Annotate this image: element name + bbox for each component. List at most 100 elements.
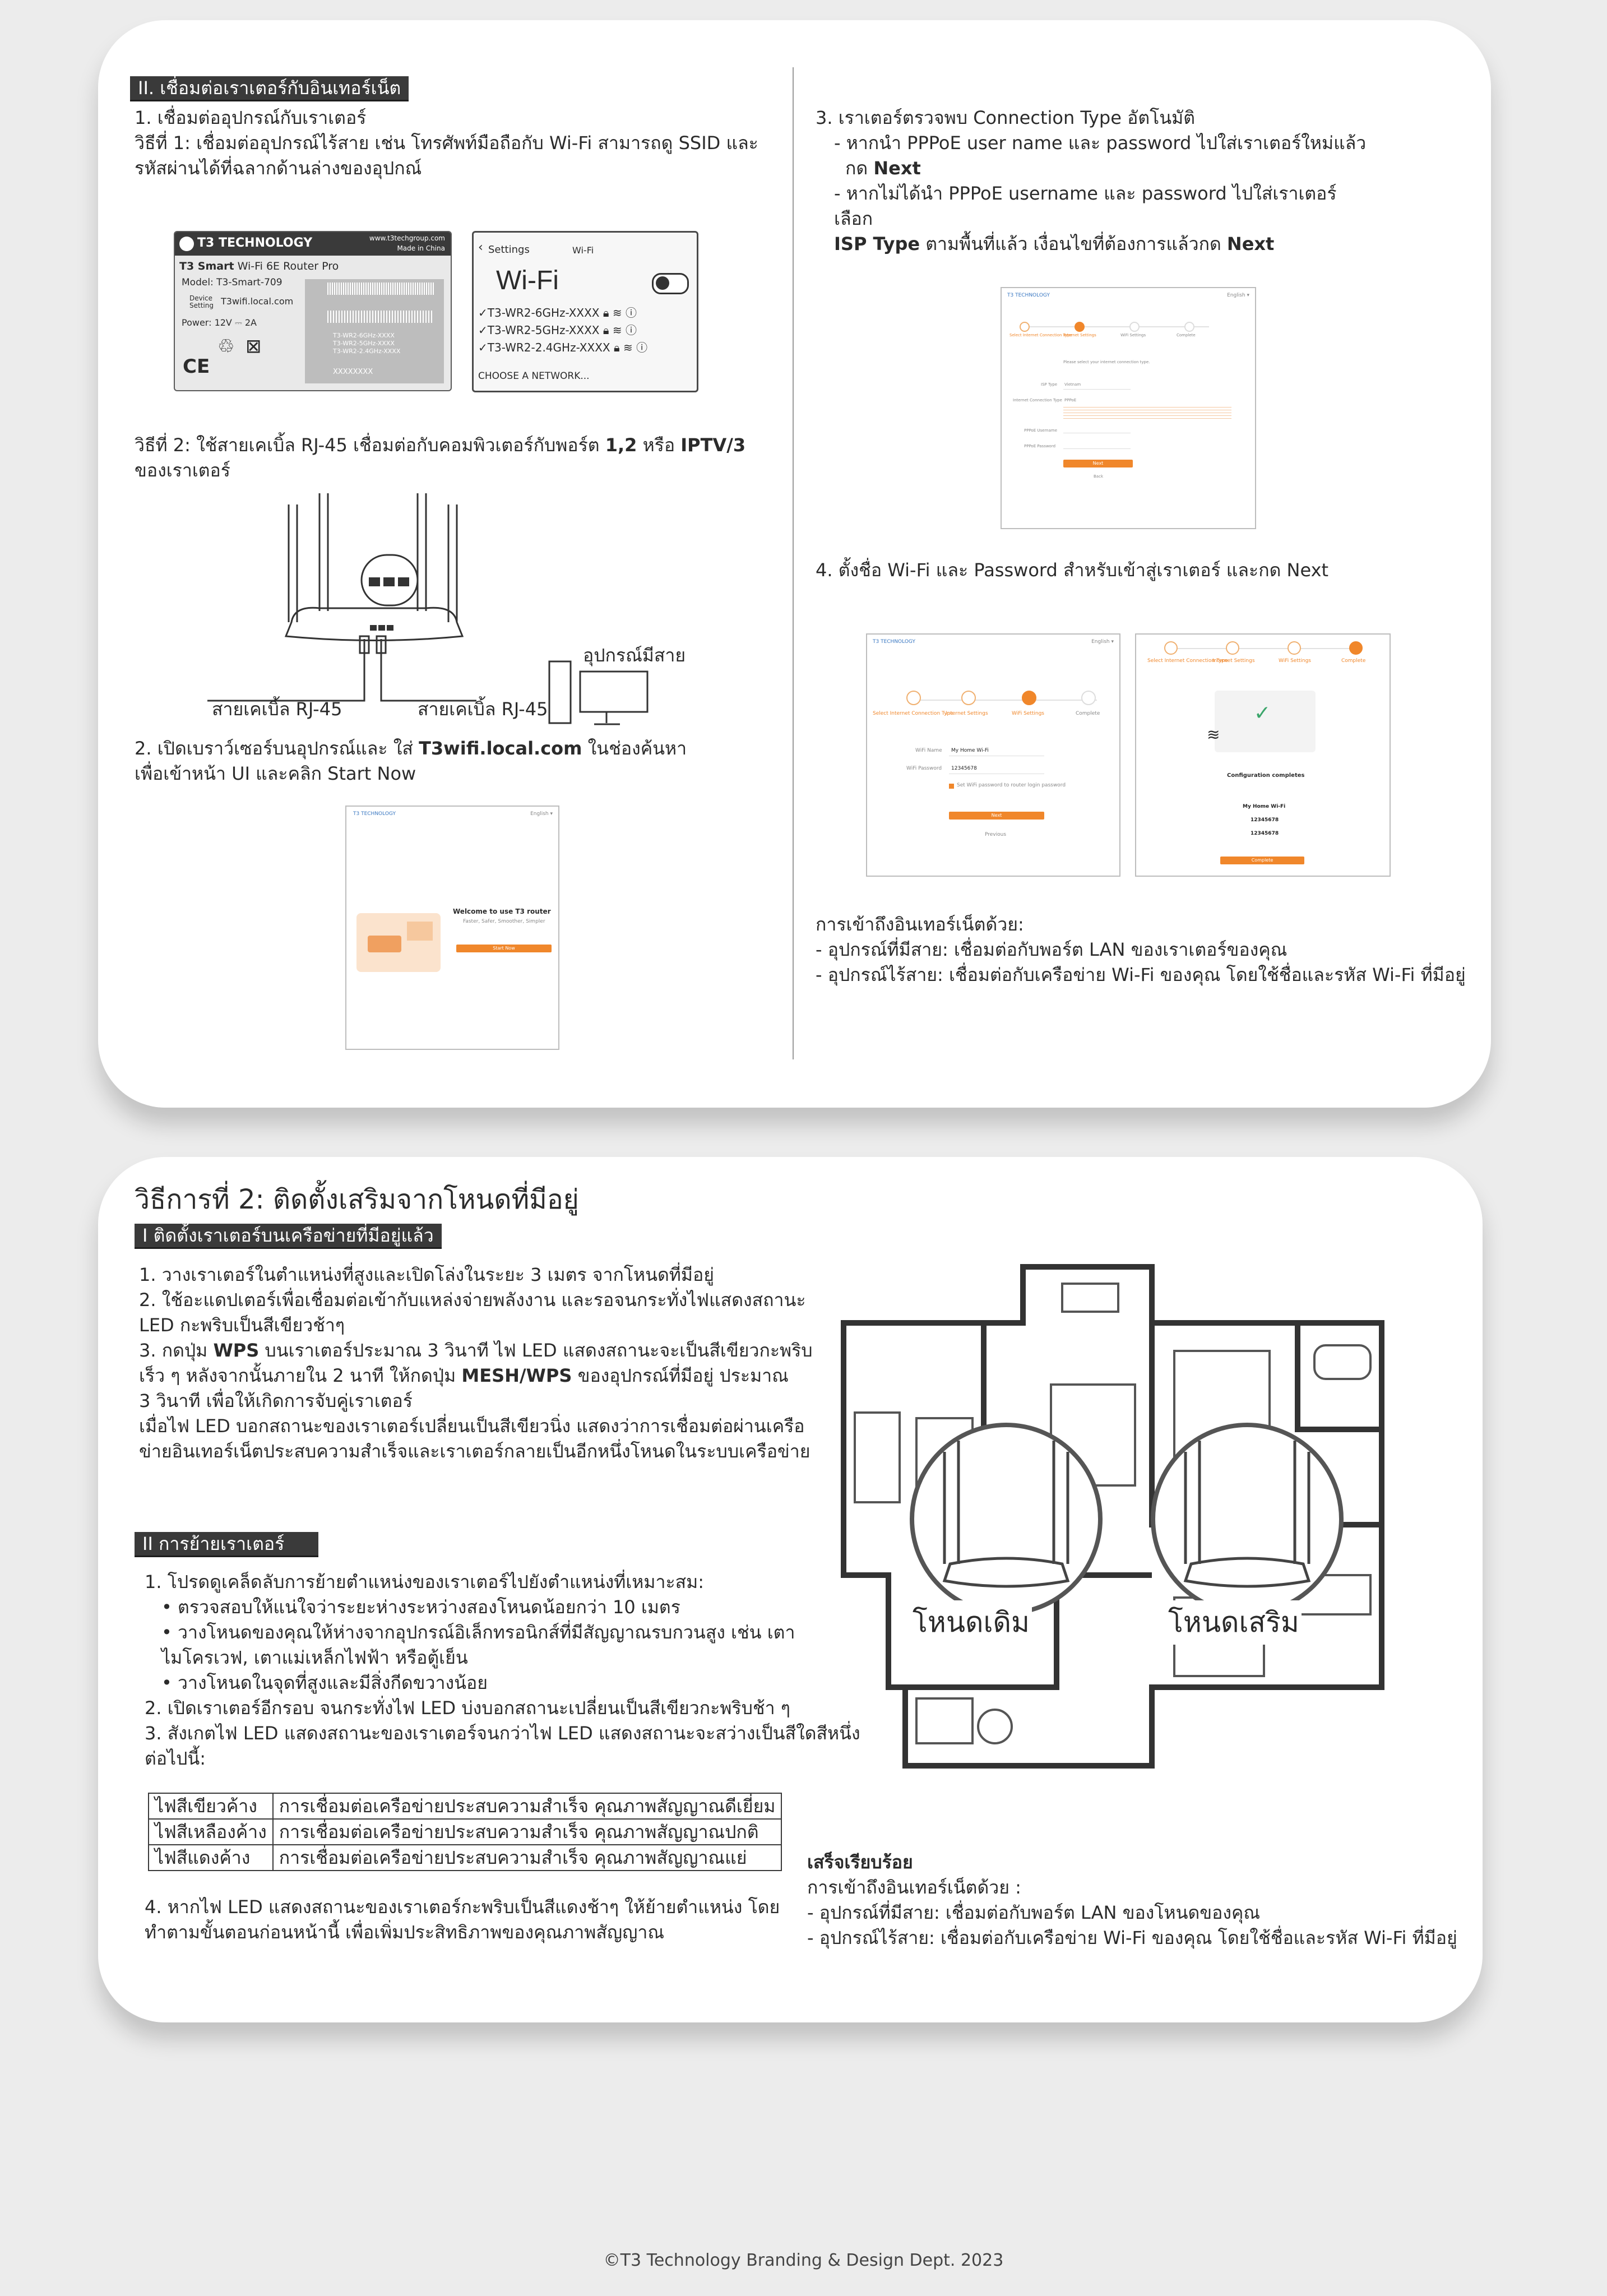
router-body-drawing <box>284 493 464 641</box>
method2-or: หรือ <box>637 434 681 456</box>
step-label-1: Select Internet Connection Type <box>1147 658 1228 664</box>
t3-logo-icon <box>179 237 194 251</box>
checkmark-icon: ✓ <box>1254 702 1271 725</box>
tv-unit <box>1061 1283 1119 1313</box>
wifi-network-2: ✓T3-WR2-5GHz-XXXX 🔒︎ ≋ ⓘ <box>478 323 637 337</box>
conn-type-value: PPPoE <box>1064 398 1077 402</box>
info-icon: ⓘ <box>636 341 648 354</box>
mesh-step3-mesh: MESH/WPS <box>461 1365 572 1386</box>
router-port-c <box>387 625 393 631</box>
wifi-header: Wi-Fi <box>572 245 594 256</box>
wifi-icon: ≋ <box>1207 725 1220 744</box>
label-device-setting: Device Setting <box>189 294 214 309</box>
isp-type-field <box>1063 389 1131 390</box>
done-pass-2: 12345678 <box>1251 831 1279 836</box>
conn-note <box>1063 405 1231 419</box>
wifi-signal-icon: ≋ <box>612 323 622 337</box>
wifi-network-row: ✓T3-WR2-6GHz-XXXX 🔒︎ ≋ ⓘ ✓T3-WR2-5GHz-XX… <box>478 304 647 357</box>
step3-next2: Next <box>1226 233 1275 254</box>
port-2-icon <box>383 577 395 586</box>
method2-pre: วิธีที่ 2: ใช้สายเคเบิ้ล RJ-45 เชื่อมต่อ… <box>135 434 605 456</box>
label-xcode: XXXXXXXX <box>333 368 373 376</box>
done-title: เสร็จเรียบร้อย <box>807 1851 913 1873</box>
isp-type-value: Vietnam <box>1064 382 1081 387</box>
wall-inner-3 <box>1295 1323 1382 1432</box>
router-port-b <box>378 625 385 631</box>
label-product-pre: T3 Smart <box>179 260 234 272</box>
relocate-tip-c: • วางโหนดในจุดที่สูงและมีสิ่งกีดขวางน้อย <box>161 1672 488 1693</box>
progress-step-2 <box>961 691 976 705</box>
existing-node-label: โหนดเดิม <box>910 1600 1032 1645</box>
wifi-network-1: ✓T3-WR2-6GHz-XXXX 🔒︎ ≋ ⓘ <box>478 306 637 320</box>
mesh-step3: 3. กดปุ่ม WPS บนเราเตอร์ประมาณ 3 วินาที … <box>139 1338 813 1464</box>
ui-brand: T3 TECHNOLOGY <box>873 639 915 645</box>
wifi-network-1-name: T3-WR2-6GHz-XXXX <box>487 306 600 320</box>
info-icon: ⓘ <box>626 306 637 320</box>
done-access: การเข้าถึงอินเทอร์เน็ตด้วย : <box>807 1877 1021 1898</box>
table-round <box>977 1709 1013 1744</box>
info-icon: ⓘ <box>626 323 637 337</box>
progress-track <box>1170 648 1355 649</box>
access-wired: - อุปกรณ์ที่มีสาย: เชื่อมต่อกับพอร์ต LAN… <box>816 939 1288 960</box>
wifi-name-label: WiFi Name <box>915 748 942 753</box>
pppoe-pass-field <box>1063 448 1131 449</box>
wifi-network-3-name: T3-WR2-2.4GHz-XXXX <box>487 341 610 354</box>
pc-stand <box>594 712 620 725</box>
pc-tower <box>548 660 572 724</box>
next-button: Next <box>949 812 1044 820</box>
step2-text: 2. เปิดเบราว์เซอร์บนอุปกรณ์และ ใส่ T3wif… <box>135 736 687 786</box>
access-title: การเข้าถึงอินเทอร์เน็ตด้วย: <box>816 914 1024 935</box>
relocate-step3: 3. สังเกตไฟ LED แสดงสถานะของเราเตอร์จนกว… <box>145 1723 860 1769</box>
cable-right <box>380 639 476 702</box>
wifi-settings-screen-image: T3 TECHNOLOGY English ▾ Select Internet … <box>866 633 1120 877</box>
progress-track <box>1024 326 1209 327</box>
router-in-circles <box>942 1441 1311 1588</box>
wifi-toggle <box>652 273 689 294</box>
wifi-network-3: ✓T3-WR2-2.4GHz-XXXX 🔒︎ ≋ ⓘ <box>478 341 648 354</box>
section-header-relocate: II การย้ายเราเตอร์ <box>135 1532 318 1557</box>
relocate-step4: 4. หากไฟ LED แสดงสถานะของเราเตอร์กะพริบเ… <box>145 1896 780 1943</box>
label-made: Made in China <box>397 244 445 252</box>
config-complete-screen-image: Select Internet Connection Type Internet… <box>1135 633 1391 877</box>
lock-icon: 🔒︎ <box>603 323 609 337</box>
isp-type-label: ISP Type <box>1041 382 1058 387</box>
illustration-router-icon <box>368 936 401 952</box>
step3-line3: กด Next <box>845 156 921 181</box>
port-3-icon <box>398 577 409 586</box>
step2-pre: 2. เปิดเบราว์เซอร์บนอุปกรณ์และ ใส่ <box>135 738 419 759</box>
router-port-a <box>370 625 377 631</box>
method2-post: ของเราเตอร์ <box>135 460 230 481</box>
ui-lang: English ▾ <box>1091 639 1114 645</box>
select-prompt: Please select your internet connection t… <box>1063 360 1150 364</box>
mesh-section-title: วิธีการที่ 2: ติดตั้งเสริมจากโหนดที่มีอย… <box>135 1184 579 1215</box>
progress-step-3 <box>1129 322 1140 332</box>
cable-right-label: สายเคเบิ้ล RJ-45 <box>418 698 548 720</box>
step3-press: กด <box>845 158 874 179</box>
method2-ports: 1,2 <box>605 434 637 456</box>
router-wired-diagram <box>207 493 649 725</box>
progress-step-2 <box>1226 641 1239 655</box>
router-label-image: T3 TECHNOLOGY www.t3techgroup.com Made i… <box>174 231 452 391</box>
mesh-step3-post: ของอุปกรณ์ที่มีอยู่ ประมาณ 3 วินาที เพื่… <box>139 1365 811 1462</box>
step-label-3: WiFi Settings <box>1012 711 1044 716</box>
cable-plug-right <box>376 635 387 654</box>
column-divider <box>793 67 794 1059</box>
cables-drawing <box>207 635 476 702</box>
mesh-step3-mid: บนเราเตอร์ประมาณ 3 วินาที ไฟ LED แสดงสถา… <box>139 1340 813 1386</box>
step-label-4: Complete <box>1341 658 1366 664</box>
router-case <box>284 607 464 641</box>
wifi-name-value: My Home Wi-Fi <box>951 748 989 753</box>
step-label-2: Internet Settings <box>946 711 988 716</box>
wired-device-label: อุปกรณ์มีสาย <box>583 645 686 666</box>
ui-lang: English ▾ <box>530 811 553 817</box>
done-wifi-name: My Home Wi-Fi <box>1243 804 1286 809</box>
step2-url: T3wifi.local.com <box>419 738 582 759</box>
ui-brand: T3 TECHNOLOGY <box>353 811 396 817</box>
step3-isp: ISP Type <box>834 233 920 254</box>
step2-post: ในช่องค้นหา เพื่อเข้าหน้า UI และคลิก Sta… <box>135 738 687 784</box>
step3-next1: Next <box>873 158 921 179</box>
complete-illustration: ✓ ≋ <box>1207 691 1316 752</box>
done-wired: - อุปกรณ์ที่มีสาย: เชื่อมต่อกับพอร์ต LAN… <box>807 1902 1261 1923</box>
done-pass-1: 12345678 <box>1251 817 1279 823</box>
welcome-illustration <box>356 913 441 972</box>
